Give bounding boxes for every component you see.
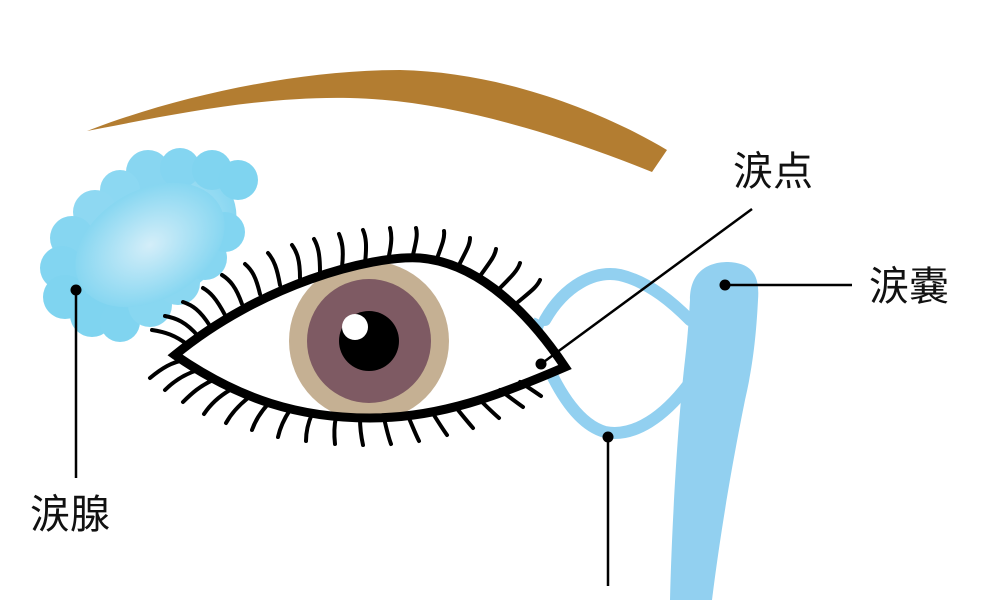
eyebrow <box>87 70 667 172</box>
label-lacrimal-punctum: 涙点 <box>733 149 813 195</box>
lacrimal-sac <box>670 262 759 600</box>
lacrimal-canaliculi <box>539 268 696 439</box>
leader-punctum <box>535 207 753 370</box>
lacrimal-gland <box>40 148 258 342</box>
iris <box>289 261 449 421</box>
leader-canaliculus <box>602 431 614 586</box>
upper-eyelashes <box>150 226 542 347</box>
label-lacrimal-sac: 涙嚢 <box>869 264 949 310</box>
label-lacrimal-gland: 涙腺 <box>30 492 110 538</box>
leader-sac <box>719 279 852 291</box>
eyelid-outline <box>167 253 572 423</box>
leader-gland <box>70 284 82 478</box>
pupil-highlight <box>342 314 368 340</box>
lower-eyelashes <box>148 358 543 447</box>
